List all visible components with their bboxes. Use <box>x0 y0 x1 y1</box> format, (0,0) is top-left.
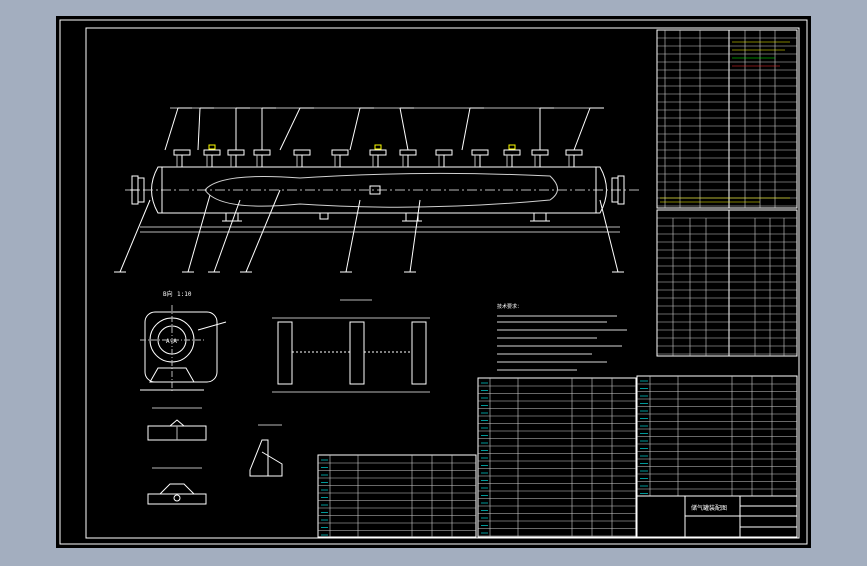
design-data-tables <box>656 29 798 357</box>
leader-line <box>245 189 281 273</box>
technical-notes: 技术要求： <box>497 303 627 371</box>
leader-line <box>213 199 241 273</box>
note-lines <box>497 315 627 371</box>
side-view-b: B向 1:10 A-A <box>140 290 227 392</box>
bom-gridlines <box>318 376 797 537</box>
sheet-inner-border <box>85 27 800 539</box>
drawing-title: 储气罐装配图 <box>691 504 727 512</box>
nozzle-flange <box>173 149 191 156</box>
drain-nozzle <box>319 212 329 220</box>
top-nozzles <box>173 144 583 167</box>
leader-line <box>399 107 409 151</box>
leader-line <box>119 199 151 273</box>
inner-baffle-outline <box>204 172 558 208</box>
baffle-plate-mid <box>349 321 365 385</box>
nozzle-flange <box>331 149 349 156</box>
baffle-plate-left <box>277 321 293 385</box>
nozzle-flange <box>369 149 387 156</box>
leader-line <box>349 107 361 151</box>
bom-block-a <box>317 454 477 538</box>
leader-line <box>461 107 471 151</box>
nozzle-table <box>656 209 798 357</box>
nozzle-marker <box>374 144 382 150</box>
side-view-label: B向 <box>163 290 173 298</box>
leader-line <box>164 107 179 151</box>
nozzle-flange <box>435 149 453 156</box>
leader-line <box>573 107 591 151</box>
side-view-scale: 1:10 <box>177 291 192 298</box>
nozzle-flange <box>503 149 521 156</box>
leader-line <box>279 107 301 151</box>
nozzle-marker <box>508 144 516 150</box>
nozzle-flange <box>471 149 489 156</box>
bom-block-b <box>477 377 637 538</box>
weld-detail-3 <box>249 439 269 477</box>
right-end-flange <box>611 175 625 205</box>
nozzle-marker <box>208 144 216 150</box>
left-end-flange <box>130 175 145 205</box>
part-leader-lines <box>114 107 624 273</box>
table-gridlines <box>657 30 797 356</box>
vessel-shell <box>151 166 607 214</box>
notes-heading: 技术要求： <box>497 303 522 310</box>
leader-line <box>599 199 619 273</box>
sheet-outer-border <box>59 19 808 545</box>
nozzle-flange <box>203 149 221 156</box>
section-tag: A-A <box>166 338 177 345</box>
weld-details <box>147 407 283 505</box>
baffle-plate-right <box>411 321 427 385</box>
leader-line <box>409 199 421 273</box>
baffle-detail-view <box>272 299 430 393</box>
weld-detail-2 <box>147 493 207 505</box>
leader-line <box>345 199 361 273</box>
leader-line <box>187 194 211 273</box>
design-data-table <box>656 29 798 209</box>
center-nameplate <box>369 185 381 195</box>
nozzle-flange <box>293 149 311 156</box>
leader-line <box>197 107 201 151</box>
title-block: 储气罐装配图 <box>636 495 798 538</box>
